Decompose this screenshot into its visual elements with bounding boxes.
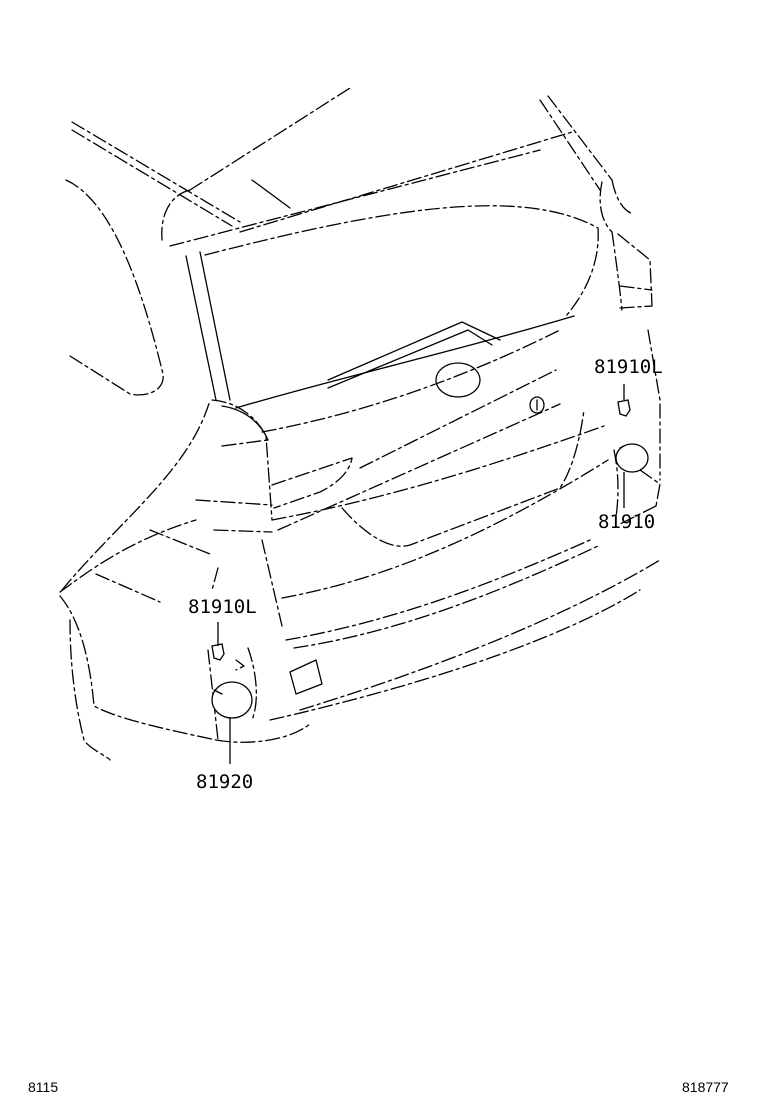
footer-right-id: 818777 (682, 1079, 729, 1095)
left-reflector-assembly: 81910L 81920 (188, 596, 257, 793)
right-lens-clip-icon (617, 399, 631, 417)
callout-right-lens: 81910L (594, 356, 663, 378)
callout-left-lens: 81910L (188, 596, 257, 618)
left-reflector-lamp-icon (211, 681, 253, 719)
left-lens-clip-icon (211, 643, 225, 661)
callout-right-lamp: 81910 (598, 511, 655, 533)
callout-left-lamp: 81920 (196, 771, 253, 793)
vehicle-rear-outline (59, 87, 661, 761)
right-reflector-lamp-icon (615, 443, 649, 473)
footer-left-id: 8115 (28, 1079, 58, 1095)
right-reflector-assembly: 81910L 81910 (594, 356, 663, 533)
